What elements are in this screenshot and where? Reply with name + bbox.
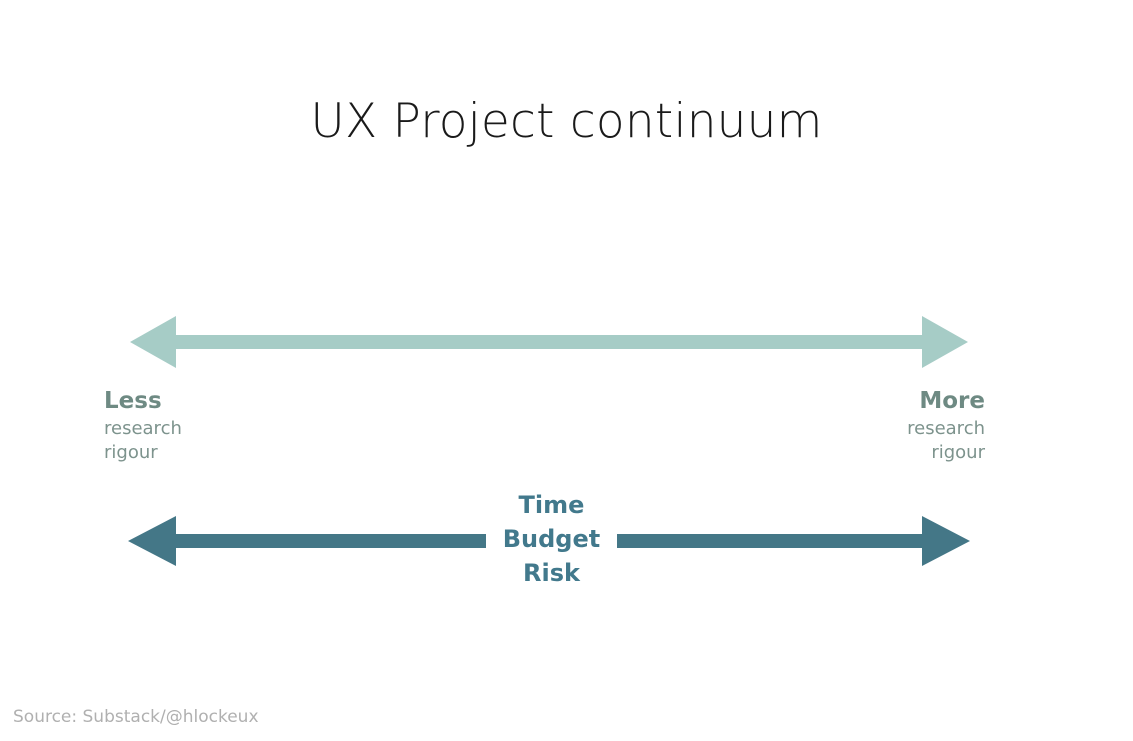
rigour-axis-right-label: More research rigour [785,386,985,465]
page-title: UX Project continuum [310,94,823,149]
cost-label-time: Time [518,491,585,519]
cost-axis-center-labels: Time Budget Risk [486,487,617,594]
rigour-right-sub-line2: rigour [931,442,985,463]
rigour-arrow-icon [130,316,968,368]
source-caption: Source: Substack/@hlockeux [13,707,259,727]
rigour-axis-left-label: Less research rigour [104,386,182,465]
rigour-left-strong: Less [104,388,162,414]
rigour-right-strong: More [919,388,985,414]
rigour-right-sub-line1: research [907,418,985,439]
rigour-left-sub-line1: research [104,418,182,439]
rigour-left-sub-line2: rigour [104,442,158,463]
cost-label-budget: Budget [502,525,601,553]
cost-label-risk: Risk [523,559,580,587]
